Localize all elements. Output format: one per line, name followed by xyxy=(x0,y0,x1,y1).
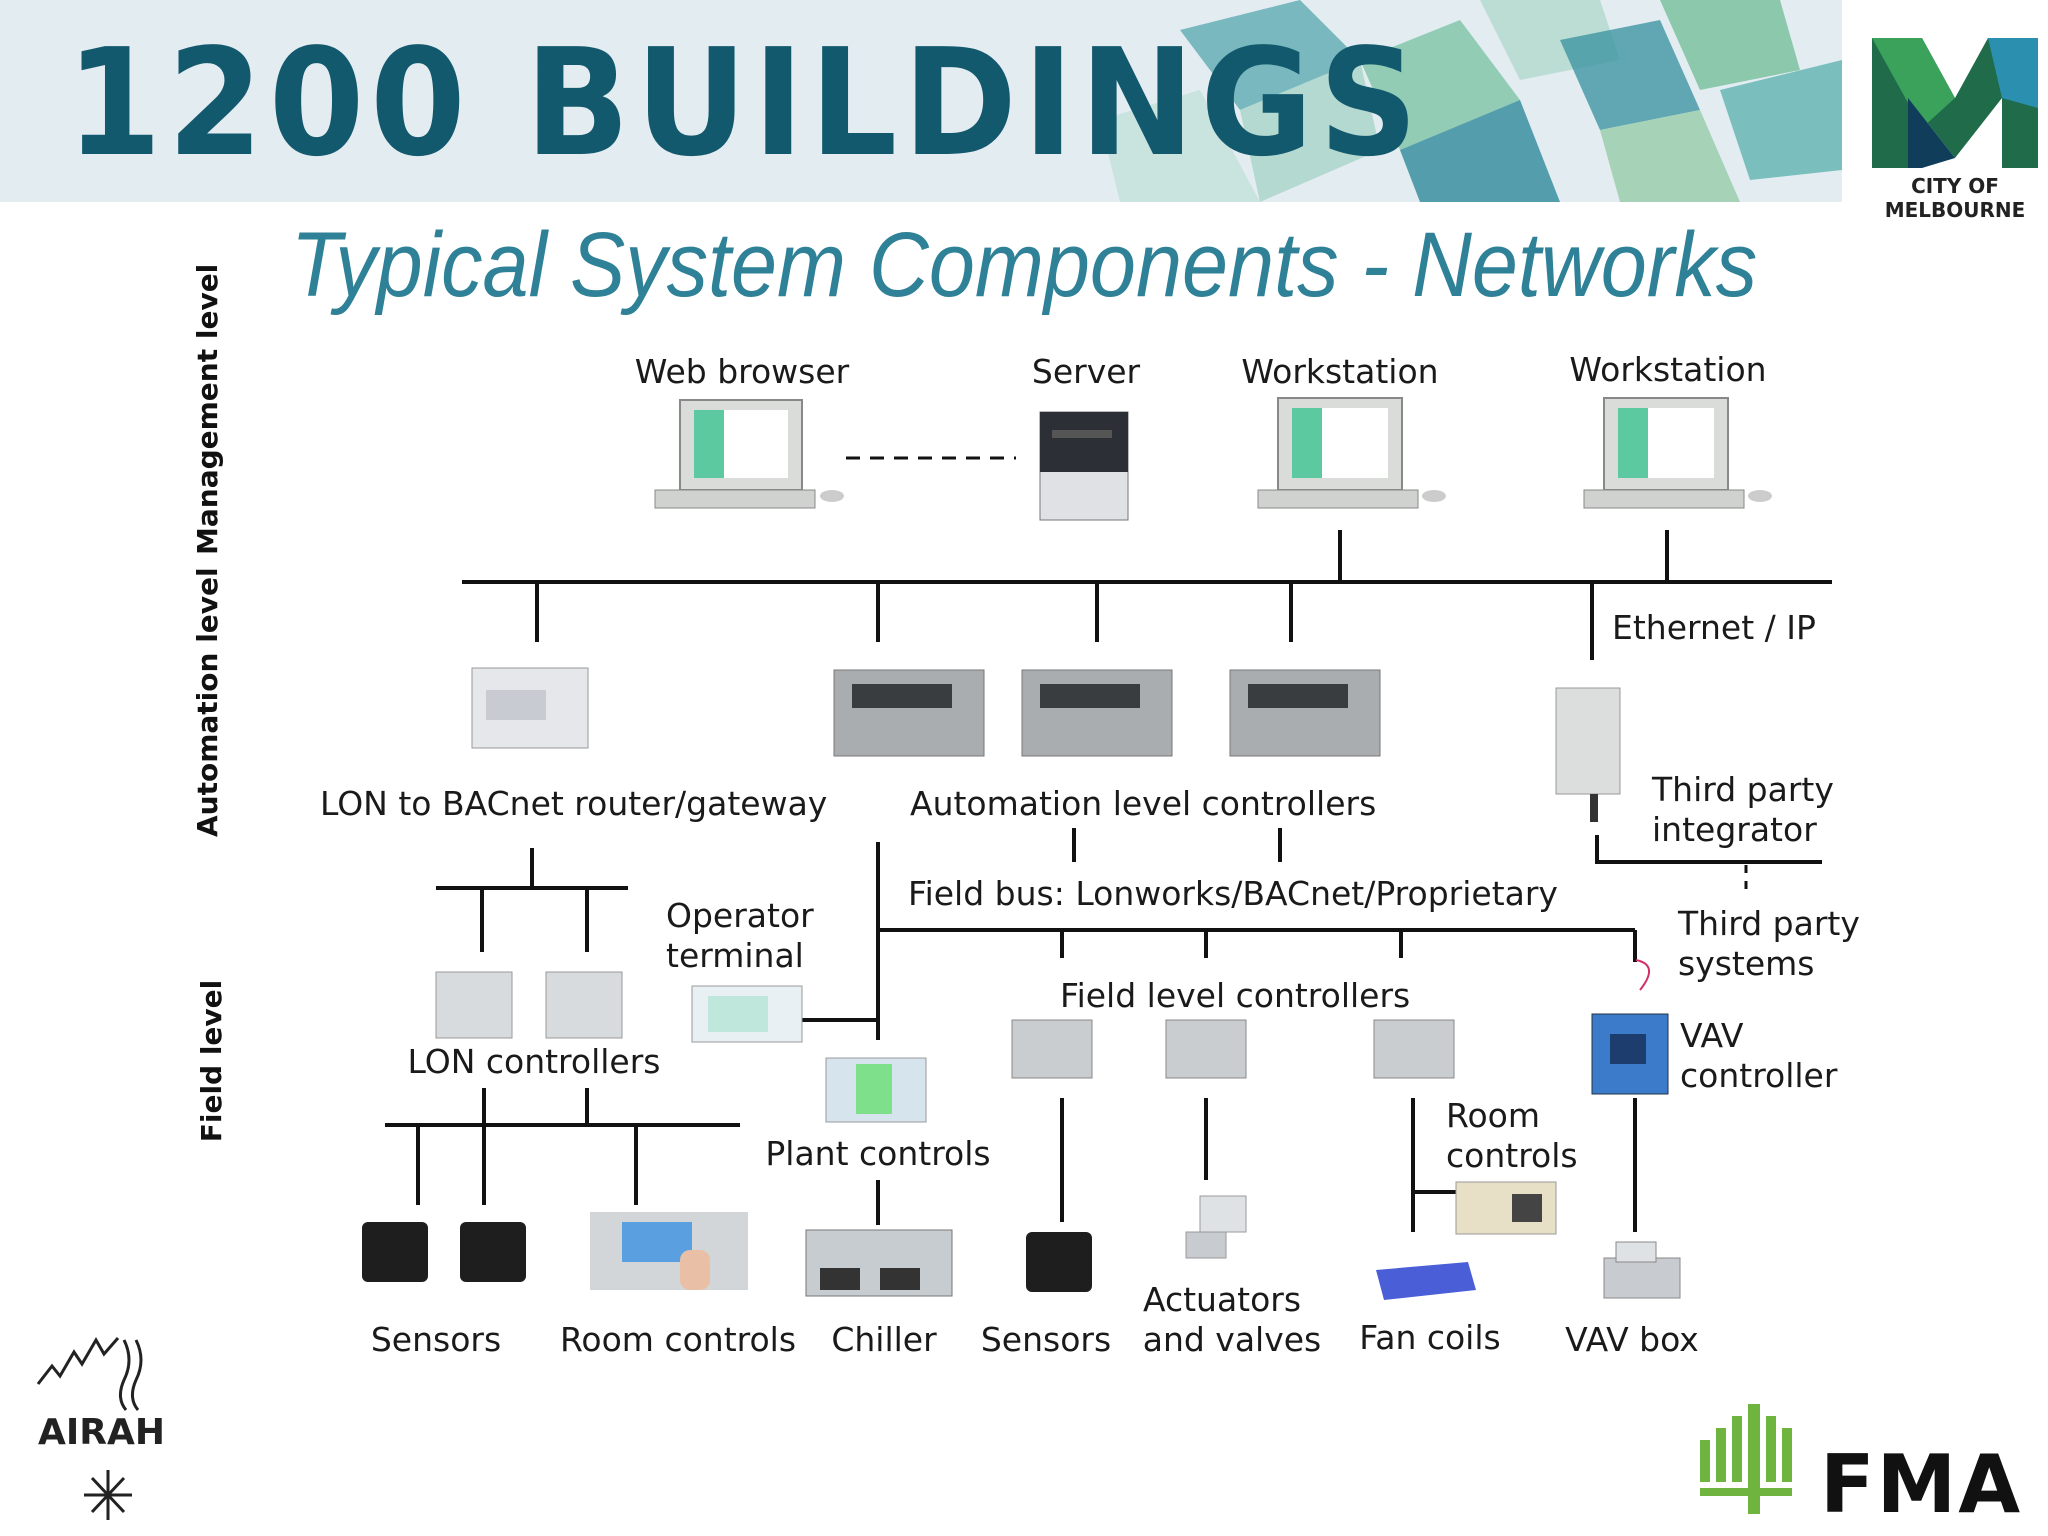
level-label-management: Management level xyxy=(191,263,224,555)
city-of-melbourne-logo-icon xyxy=(1872,38,2038,168)
city-of-melbourne-label: CITY OF MELBOURNE xyxy=(1884,174,2026,222)
label-field-level-controllers: Field level controllers xyxy=(1060,976,1411,1015)
banner-title: 1200 BUILDINGS xyxy=(66,17,1424,189)
automation-controller-1-icon xyxy=(833,669,985,757)
label-workstation-2: Workstation xyxy=(1569,350,1767,389)
label-third-party-integrator-2: integrator xyxy=(1652,810,1817,849)
field-controller-1-icon xyxy=(1011,1019,1093,1079)
label-actuators-1: Actuators xyxy=(1142,1280,1302,1319)
web-browser-computer-icon xyxy=(654,399,844,509)
fma-logo-label: FMA xyxy=(1820,1438,2023,1531)
sensor-1-icon xyxy=(362,1222,428,1282)
label-field-bus: Field bus: Lonworks/BACnet/Proprietary xyxy=(908,874,1558,913)
room-controls-thermostat-icon xyxy=(1455,1181,1557,1235)
label-lon-bacnet-gateway: LON to BACnet router/gateway xyxy=(320,784,828,823)
label-fan-coils: Fan coils xyxy=(1359,1318,1501,1357)
gateway-device-icon xyxy=(471,667,589,749)
lon-controller-1-icon xyxy=(435,971,513,1039)
label-third-party-systems-1: Third party xyxy=(1678,904,1860,943)
label-room-controls-2: controls xyxy=(1446,1136,1578,1175)
label-workstation-1: Workstation xyxy=(1241,352,1439,391)
label-vav-box: VAV box xyxy=(1565,1320,1699,1359)
vav-box-icon xyxy=(1603,1241,1681,1299)
fma-logo-icon xyxy=(1700,1404,1792,1514)
level-label-automation: Automation level xyxy=(191,567,224,837)
label-third-party-integrator-1: Third party xyxy=(1652,770,1834,809)
sensor-2-icon xyxy=(460,1222,526,1282)
header-banner: 1200 BUILDINGS xyxy=(0,0,1842,202)
airah-logo-icon xyxy=(36,1337,143,1520)
chiller-unit-icon xyxy=(805,1229,953,1297)
automation-controller-2-icon xyxy=(1021,669,1173,757)
server-tower-icon xyxy=(1039,411,1129,521)
workstation-2-icon xyxy=(1583,397,1772,509)
label-third-party-systems-2: systems xyxy=(1678,944,1815,983)
label-server: Server xyxy=(1031,352,1141,391)
sensor-3-icon xyxy=(1026,1232,1092,1292)
label-room-controls-1: Room xyxy=(1446,1096,1540,1135)
label-lon-controllers: LON controllers xyxy=(407,1042,661,1081)
label-operator-terminal-2: terminal xyxy=(666,936,804,975)
label-operator-terminal-1: Operator xyxy=(666,896,814,935)
diagram-lines xyxy=(385,456,1832,1232)
label-sensors-1: Sensors xyxy=(370,1320,502,1359)
label-chiller: Chiller xyxy=(831,1320,937,1359)
page-title: Typical System Components - Networks xyxy=(290,214,1758,316)
banner-cube-pattern xyxy=(1100,0,1842,202)
lon-controller-2-icon xyxy=(545,971,623,1039)
field-controller-2-icon xyxy=(1165,1019,1247,1079)
label-actuators-2: and valves xyxy=(1142,1320,1322,1359)
fan-coil-unit-icon xyxy=(1376,1262,1476,1300)
label-sensors-2: Sensors xyxy=(980,1320,1112,1359)
label-web-browser: Web browser xyxy=(634,352,850,391)
room-controls-panel-icon xyxy=(590,1212,748,1290)
workstation-1-icon xyxy=(1257,397,1446,509)
label-ethernet-ip: Ethernet / IP xyxy=(1612,608,1816,647)
label-plant-controls: Plant controls xyxy=(765,1134,991,1173)
label-room-controls: Room controls xyxy=(559,1320,797,1359)
plant-controls-cabinet-icon xyxy=(825,1057,927,1123)
airah-logo-label: AIRAH xyxy=(38,1412,165,1453)
automation-controller-3-icon xyxy=(1229,669,1381,757)
vav-controller-board-icon xyxy=(1591,1013,1669,1095)
level-label-field: Field level xyxy=(195,979,228,1143)
field-controller-3-icon xyxy=(1373,1019,1455,1079)
operator-terminal-icon xyxy=(691,985,803,1043)
actuator-valve-icon xyxy=(1185,1195,1247,1259)
label-vav-controller-2: controller xyxy=(1680,1056,1838,1095)
third-party-integrator-icon xyxy=(1555,687,1621,822)
label-vav-controller-1: VAV xyxy=(1680,1016,1744,1055)
label-automation-controllers: Automation level controllers xyxy=(910,784,1377,823)
